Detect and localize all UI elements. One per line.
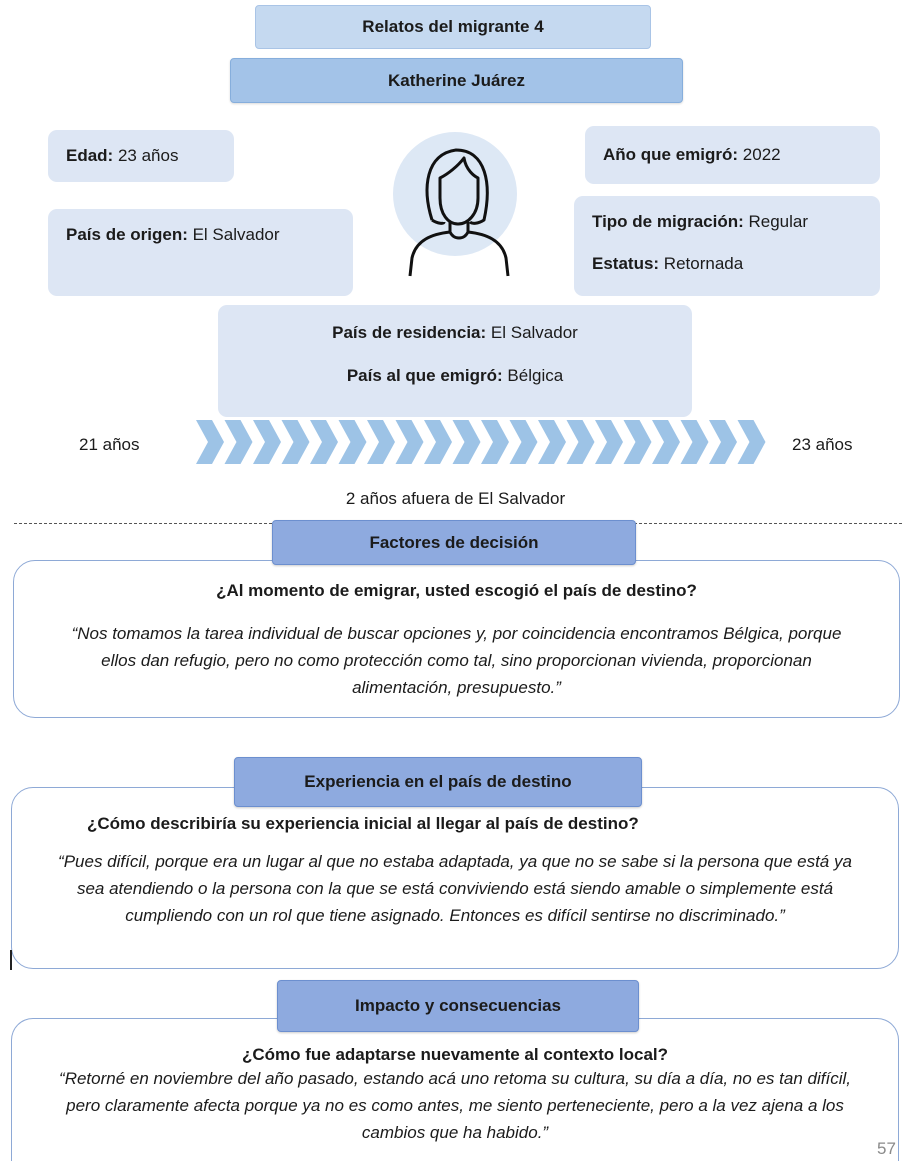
- timeline-chevron: [538, 420, 566, 464]
- impact-question: ¿Cómo fue adaptarse nuevamente al contex…: [241, 1045, 669, 1064]
- decision-factors-header: Factores de decisión: [272, 520, 636, 565]
- timeline-chevron: [338, 420, 367, 464]
- timeline-chevron: [424, 420, 452, 464]
- timeline-caption: 2 años afuera de El Salvador: [345, 489, 566, 508]
- timeline-chevron: [253, 420, 281, 464]
- impact-card: ¿Cómo fue adaptarse nuevamente al contex…: [11, 1018, 899, 1161]
- timeline-end-age: 23 años: [792, 435, 853, 454]
- age-value: 23 años: [113, 146, 179, 165]
- story-title: Relatos del migrante 4: [255, 5, 651, 49]
- timeline-chevron: [623, 420, 652, 464]
- timeline-chevron: [395, 420, 424, 464]
- destination-experience-question: ¿Cómo describiría su experiencia inicial…: [87, 814, 639, 833]
- timeline-chevron: [652, 420, 680, 464]
- origin-country-box: País de origen: El Salvador: [48, 209, 353, 296]
- residence-box: País de residencia: El Salvador País al …: [218, 305, 692, 417]
- destination-country-value: Bélgica: [502, 366, 564, 385]
- residence-country-value: El Salvador: [486, 323, 578, 342]
- migration-type-label: Tipo de migración:: [592, 212, 744, 231]
- timeline-chevron: [310, 420, 338, 464]
- emigration-year-box: Año que emigró: 2022: [585, 126, 880, 184]
- timeline-chevron: [509, 420, 538, 464]
- timeline-chevron: [566, 420, 595, 464]
- timeline-chevron: [224, 420, 253, 464]
- emigration-year-value: 2022: [738, 145, 781, 164]
- status-value: Retornada: [659, 254, 744, 273]
- text-cursor: [10, 950, 12, 970]
- avatar: [392, 128, 520, 278]
- timeline-arrows: [196, 420, 766, 464]
- migration-type-value: Regular: [743, 212, 809, 231]
- timeline-chevron: [452, 420, 481, 464]
- page-number: 57: [877, 1139, 896, 1158]
- migrant-name: Katherine Juárez: [230, 58, 683, 103]
- woman-avatar-icon: [393, 132, 517, 277]
- residence-country-label: País de residencia:: [332, 323, 487, 342]
- timeline-chevron: [196, 420, 224, 464]
- timeline-chevron: [680, 420, 709, 464]
- timeline-chevron: [737, 420, 766, 464]
- timeline-start-age: 21 años: [79, 435, 140, 454]
- decision-factors-card: ¿Al momento de emigrar, usted escogió el…: [13, 560, 900, 718]
- timeline-chevron: [595, 420, 623, 464]
- destination-experience-header: Experiencia en el país de destino: [234, 757, 642, 807]
- timeline-chevron: [281, 420, 310, 464]
- destination-country-label: País al que emigró:: [346, 366, 503, 385]
- destination-experience-card: ¿Cómo describiría su experiencia inicial…: [11, 787, 899, 969]
- timeline-chevron: [709, 420, 737, 464]
- origin-country-label: País de origen:: [66, 225, 188, 244]
- origin-country-value: El Salvador: [187, 225, 280, 244]
- age-box: Edad: 23 años: [48, 130, 234, 182]
- decision-factors-answer: “Nos tomamos la tarea individual de busc…: [71, 624, 842, 697]
- destination-experience-answer: “Pues difícil, porque era un lugar al qu…: [58, 852, 852, 925]
- timeline-chevron: [481, 420, 509, 464]
- impact-header: Impacto y consecuencias: [277, 980, 639, 1032]
- impact-answer: “Retorné en noviembre del año pasado, es…: [59, 1069, 851, 1142]
- migration-type-box: Tipo de migración: Regular Estatus: Reto…: [574, 196, 880, 296]
- age-label: Edad:: [66, 146, 114, 165]
- emigration-year-label: Año que emigró:: [603, 145, 739, 164]
- timeline-chevron: [367, 420, 395, 464]
- status-label: Estatus:: [592, 254, 660, 273]
- decision-factors-question: ¿Al momento de emigrar, usted escogió el…: [216, 581, 697, 600]
